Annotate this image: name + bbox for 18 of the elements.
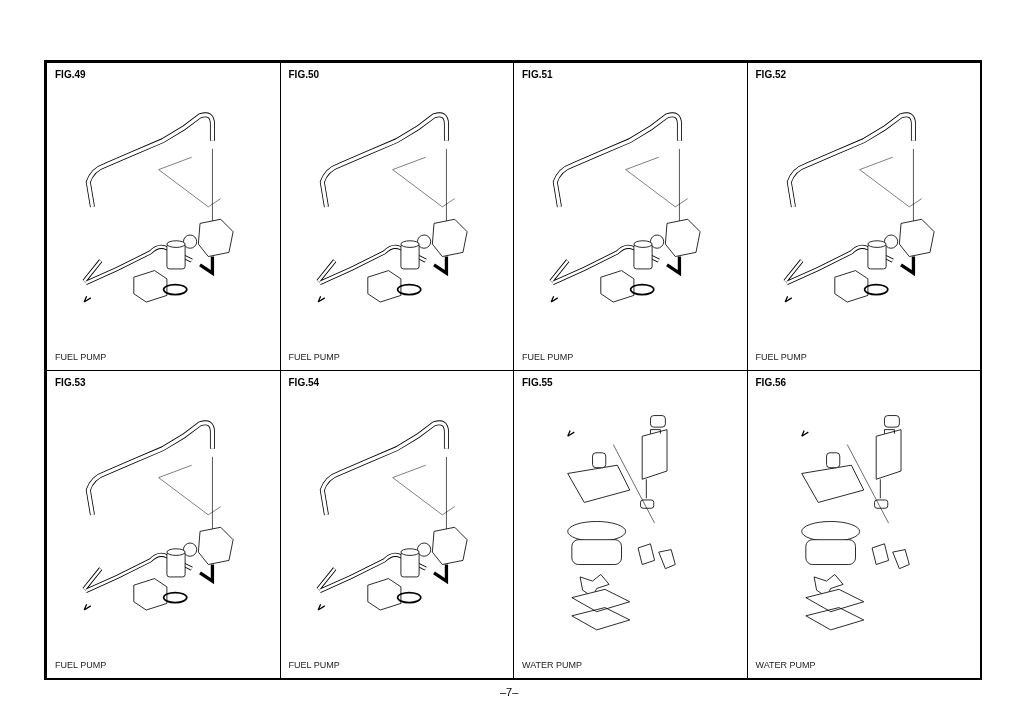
figure-title: FIG.49 bbox=[55, 69, 86, 80]
figure-title: FIG.55 bbox=[522, 377, 553, 388]
figure-panel bbox=[46, 62, 281, 371]
figure-caption: WATER PUMP bbox=[755, 660, 816, 670]
figure-caption: WATER PUMP bbox=[522, 660, 582, 670]
figure-title: FIG.51 bbox=[522, 69, 553, 80]
figure-title: FIG.54 bbox=[288, 377, 320, 388]
figure-title: FIG.56 bbox=[755, 377, 787, 388]
figure-caption: FUEL PUMP bbox=[55, 660, 107, 670]
figure-caption: FUEL PUMP bbox=[522, 352, 574, 362]
figure-title: FIG.52 bbox=[755, 69, 787, 80]
page-number: –7– bbox=[500, 686, 519, 698]
figure-caption: FUEL PUMP bbox=[288, 660, 340, 670]
figure-title: FIG.53 bbox=[55, 377, 86, 388]
figure-caption: FUEL PUMP bbox=[755, 352, 807, 362]
figure-caption: FUEL PUMP bbox=[288, 352, 340, 362]
figure-title: FIG.50 bbox=[288, 69, 320, 80]
figure-caption: FUEL PUMP bbox=[55, 352, 107, 362]
